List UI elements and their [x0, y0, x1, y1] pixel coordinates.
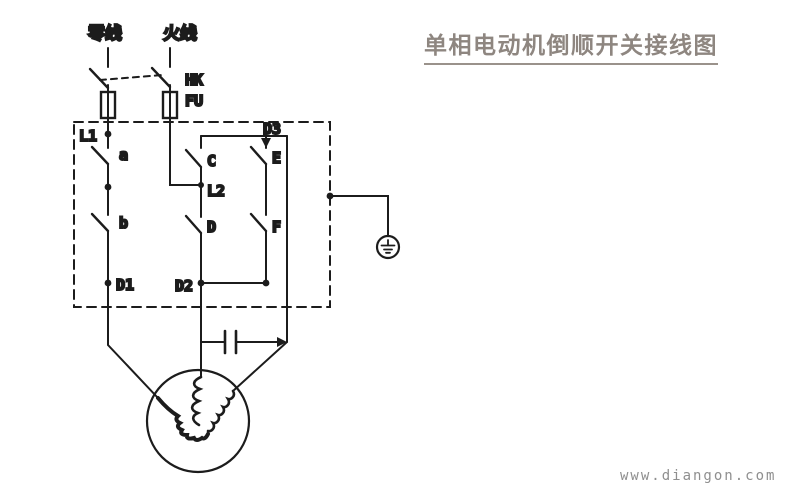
motor-wiring — [107, 306, 288, 399]
label-c: C — [207, 152, 216, 170]
label-a: a — [119, 146, 128, 164]
contact-e-blade — [249, 145, 268, 166]
junction-ab — [104, 183, 112, 191]
label-live-wire: 火线 — [163, 23, 197, 44]
knife-switch-blade-right — [150, 66, 172, 89]
ground-wire — [329, 195, 389, 237]
junction-d2 — [197, 279, 205, 287]
center-winding-coil — [190, 375, 204, 427]
contact-c-blade — [184, 148, 203, 169]
junction-f-bottom — [262, 279, 270, 287]
label-hk: HK — [185, 71, 203, 89]
contact-d-blade — [184, 214, 203, 235]
ground-symbol-circle — [375, 234, 401, 260]
diagram-title: 单相电动机倒顺开关接线图 — [424, 26, 718, 65]
arrow-right-capacitor — [277, 337, 287, 347]
mains-section — [88, 47, 202, 186]
main-winding-coil — [156, 396, 210, 442]
junction-d1 — [104, 279, 112, 287]
junction-l1 — [104, 130, 112, 138]
wire-d1-to-motor — [107, 306, 159, 399]
label-l1: L1 — [79, 127, 97, 145]
wire-right-to-motor — [232, 341, 288, 392]
label-d3: D3 — [263, 120, 281, 138]
label-b: b — [119, 214, 128, 232]
knife-switch-blade-left — [88, 67, 110, 90]
label-e: E — [272, 149, 281, 167]
earth-icon — [380, 239, 396, 254]
junction-l2 — [198, 182, 204, 188]
start-winding-coil — [206, 389, 236, 433]
watermark: www.diangon.com — [620, 468, 777, 484]
contact-f-blade — [249, 212, 268, 233]
label-fu: FU — [185, 92, 203, 110]
contact-a-blade — [90, 145, 110, 166]
knife-switch-linkage — [99, 74, 164, 81]
label-d: D — [207, 218, 216, 236]
motor — [145, 368, 251, 474]
label-neutral-wire: 零线 — [87, 23, 122, 44]
live-feed-wire — [169, 84, 202, 186]
motor-body — [145, 368, 251, 474]
label-d1: D1 — [116, 276, 134, 294]
contact-b-blade — [90, 212, 110, 233]
ground-connection — [326, 192, 401, 260]
label-l2: L2 — [207, 182, 225, 200]
label-f: F — [272, 218, 281, 236]
label-d2: D2 — [175, 277, 193, 295]
labels: 零线 火线 HK FU L1 a b D1 C L2 D D2 D3 E F — [78, 22, 282, 296]
